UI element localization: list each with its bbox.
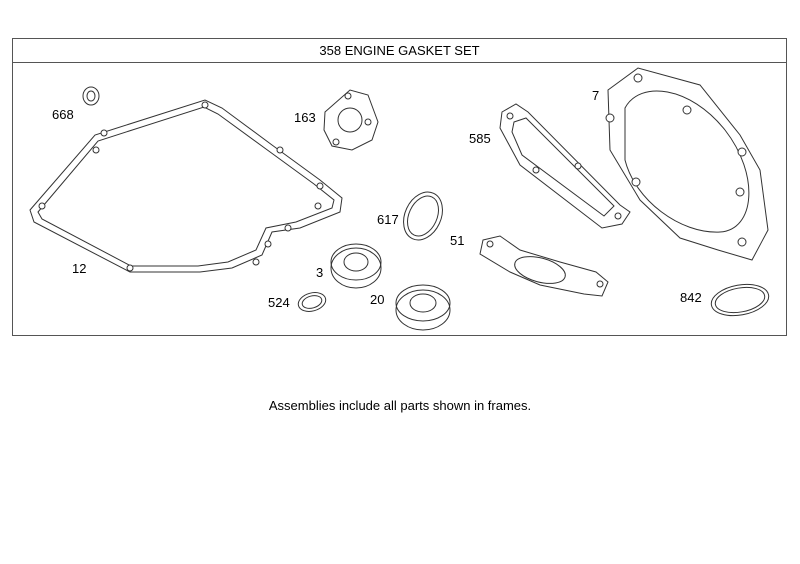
callout-3: 3 [316, 265, 323, 280]
callout-668: 668 [52, 107, 74, 122]
part-7-head-gasket [605, 67, 769, 261]
callout-585: 585 [469, 131, 491, 146]
part-617-o-ring [403, 191, 443, 241]
part-842-o-ring [710, 283, 770, 317]
callout-842: 842 [680, 290, 702, 305]
footnote: Assemblies include all parts shown in fr… [268, 398, 532, 413]
part-585-gasket [499, 103, 631, 229]
frame-title: 358 ENGINE GASKET SET [13, 39, 786, 63]
parts-frame: 358 ENGINE GASKET SET [12, 38, 787, 336]
part-12-sump-gasket [29, 99, 343, 273]
callout-12: 12 [72, 261, 86, 276]
callout-524: 524 [268, 295, 290, 310]
callout-51: 51 [450, 233, 464, 248]
part-3-oil-seal [330, 243, 382, 289]
part-163-gasket [323, 89, 379, 151]
part-524-ring [297, 292, 327, 312]
callout-163: 163 [294, 110, 316, 125]
callout-7: 7 [592, 88, 599, 103]
part-20-oil-seal [395, 284, 451, 331]
part-51-exhaust-gasket [479, 235, 609, 297]
callout-617: 617 [377, 212, 399, 227]
part-668-seal [82, 86, 100, 106]
callout-20: 20 [370, 292, 384, 307]
